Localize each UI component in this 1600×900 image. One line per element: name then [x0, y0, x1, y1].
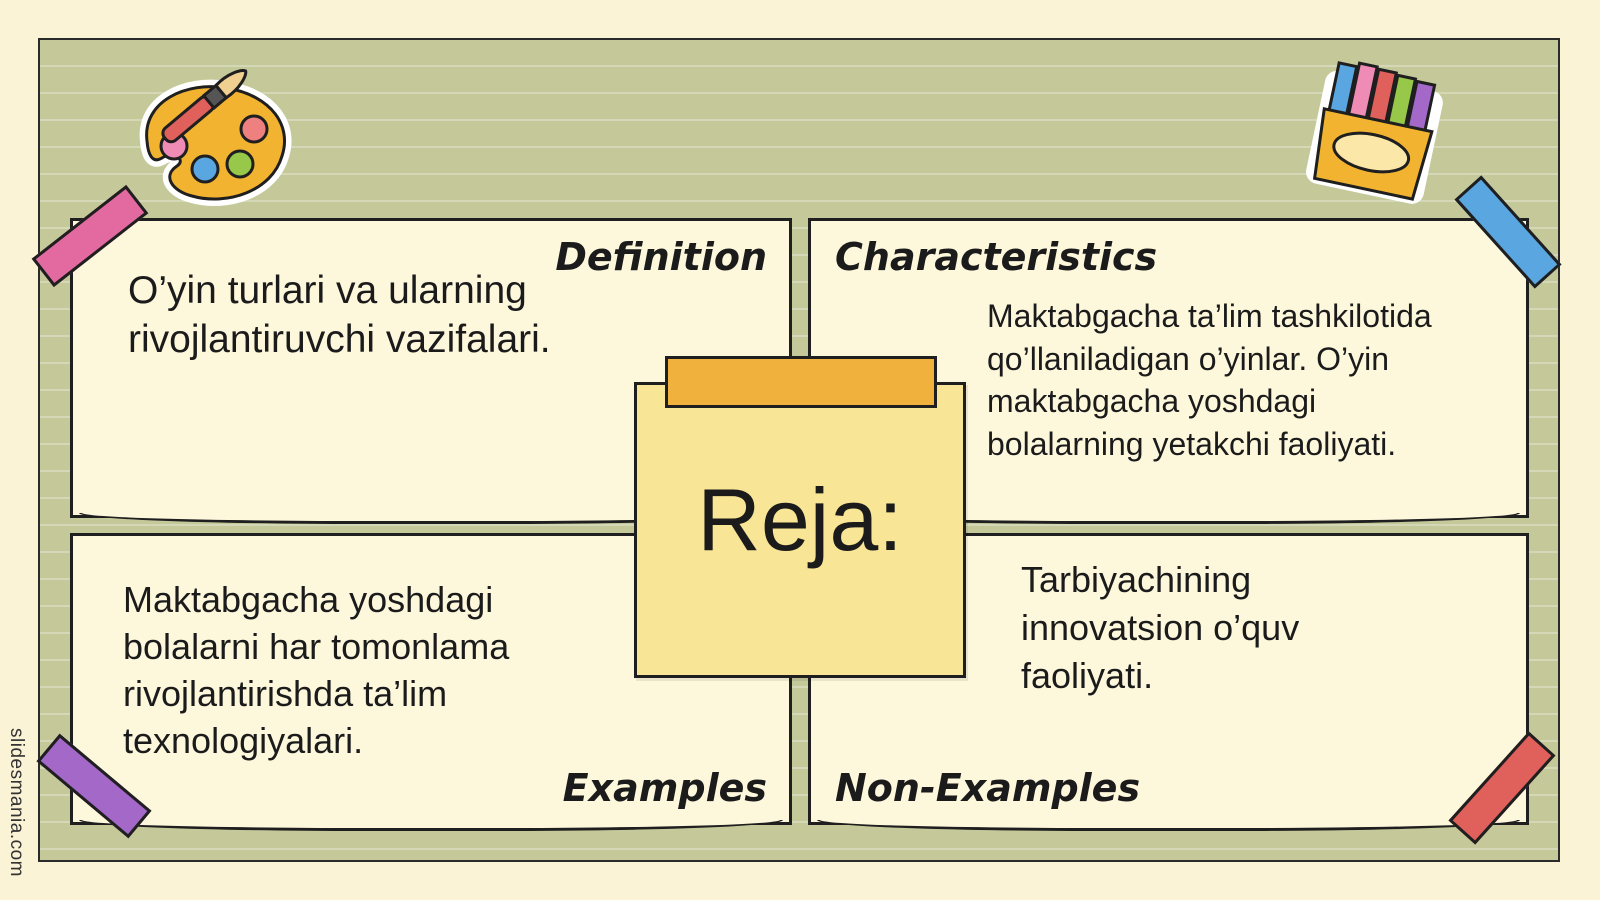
examples-text: Maktabgacha yoshdagi bolalarni har tomon… [123, 579, 510, 762]
examples-label: Examples [562, 766, 767, 810]
slidesmania-watermark: slidesmania.com [6, 728, 27, 877]
characteristics-label: Characteristics [835, 235, 1158, 279]
crayon-box-icon [1306, 61, 1443, 204]
non-examples-text: Tarbiyachining innovatsion o’quv faoliya… [1021, 559, 1300, 696]
non-examples-card: Tarbiyachining innovatsion o’quv faoliya… [808, 533, 1529, 831]
center-tape [665, 356, 937, 408]
definition-text: O’yin turlari va ularning rivojlantiruvc… [128, 269, 551, 361]
characteristics-text: Maktabgacha ta’lim tashkilotida qo’llani… [987, 298, 1432, 462]
center-sticky-note: Reja: [634, 382, 966, 678]
center-title: Reja: [697, 470, 903, 569]
non-examples-label: Non-Examples [835, 766, 1141, 810]
definition-label: Definition [555, 235, 767, 279]
paint-palette-icon [139, 69, 292, 207]
